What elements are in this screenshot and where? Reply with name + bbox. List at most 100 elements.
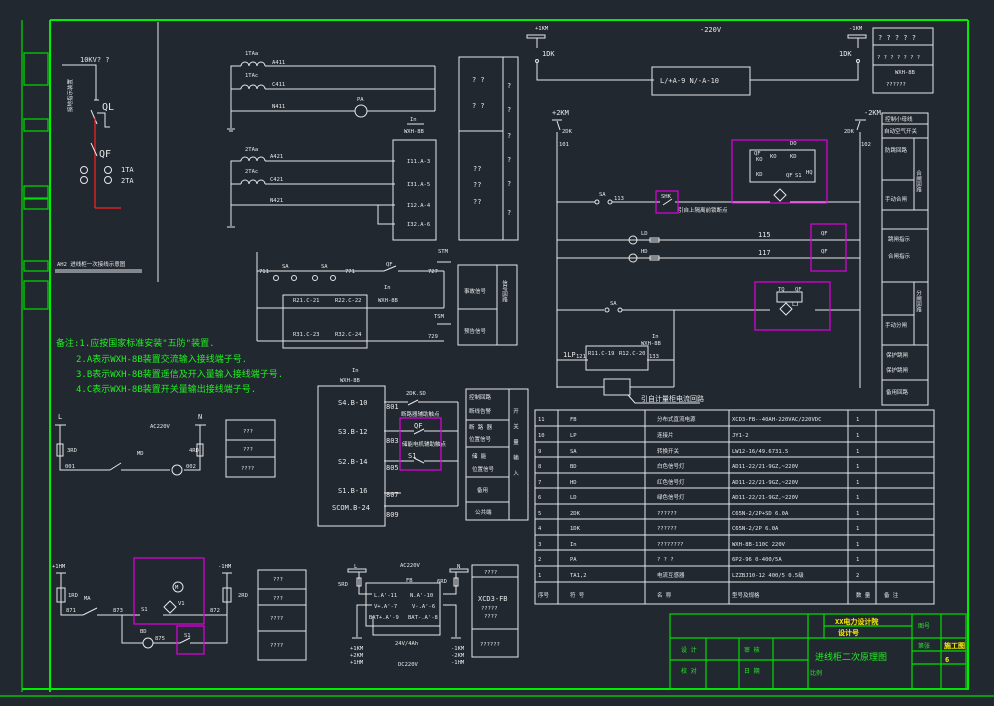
- drawing-label: -1HM: [218, 564, 232, 570]
- drawing-label: ???: [243, 429, 253, 435]
- drawing-label: 比例: [810, 669, 822, 677]
- drawing-label: -1KM: [849, 26, 863, 32]
- drawing-label: 117: [758, 249, 771, 257]
- drawing-label: 1LP: [563, 351, 576, 359]
- drawing-label: +1KM: [535, 26, 549, 32]
- drawing-label: S4.B-10: [338, 399, 368, 407]
- drawing-label: QF: [786, 173, 793, 179]
- table-cell: ????????: [657, 542, 684, 548]
- table-cell: 1: [856, 480, 859, 486]
- drawing-label: WXH-8B: [404, 129, 425, 135]
- drawing-label: 6RD: [437, 579, 447, 585]
- table-cell: ??????: [657, 511, 677, 517]
- drawing-label: 自动空气开关: [884, 127, 918, 135]
- drawing-label: 2TAc: [245, 169, 258, 175]
- table-cell: 4: [538, 526, 542, 532]
- drawing-label: 872: [210, 608, 220, 614]
- drawing-label: 手动合闸: [885, 195, 907, 203]
- drawing-label: 储能电机辅助触点: [402, 440, 447, 448]
- drawing-label: -1KM: [451, 646, 465, 652]
- drawing-label: 875: [155, 636, 165, 642]
- table-header: 型号及规格: [732, 591, 760, 599]
- drawing-label: S1: [184, 633, 191, 639]
- drawing-label: A421: [270, 154, 283, 160]
- drawing-label: SA: [610, 301, 617, 307]
- drawing-label: QF: [754, 151, 761, 157]
- table-cell: 转换开关: [657, 447, 680, 455]
- drawing-label: 事故信号: [464, 287, 487, 295]
- drawing-label: ??????: [886, 82, 906, 88]
- drawing-label: 审 核: [744, 646, 760, 654]
- drawing-label: TQ: [778, 287, 785, 293]
- drawing-label: 合闸指示: [888, 252, 911, 260]
- table-cell: TA1,2: [570, 573, 587, 579]
- drawing-label: 日 期: [744, 667, 760, 675]
- drawing-label: 133: [649, 354, 659, 360]
- drawing-label: +2KM: [350, 653, 364, 659]
- table-cell: ??????: [657, 526, 677, 532]
- drawing-label: ??: [473, 181, 481, 189]
- drawing-label: 控制回路: [469, 393, 492, 401]
- drawing-label: ?: [507, 132, 511, 140]
- drawing-label: KO: [770, 154, 777, 160]
- drawing-label: 001: [65, 464, 75, 470]
- drawing-label: 预告信号: [464, 327, 487, 335]
- table-cell: SA: [570, 449, 577, 455]
- dc-supply: +1KM 1DK -220V -1KM 1DK L/+A-9 N/-A-10: [526, 26, 867, 96]
- drawing-label: In: [652, 334, 659, 340]
- drawing-label: 保护跳闸: [886, 366, 908, 374]
- drawing-label: 分闸回路: [915, 289, 922, 314]
- drawing-label: ????: [484, 570, 497, 576]
- drawing-label: ?: [507, 209, 511, 217]
- table-cell: 1: [856, 526, 859, 532]
- drawing-label: +1HM: [350, 660, 364, 666]
- table-cell: LD: [570, 495, 577, 501]
- table-cell: 1: [856, 449, 859, 455]
- drawing-label: KD: [756, 172, 763, 178]
- table-cell: WXH-8B-110C 220V: [732, 542, 786, 548]
- table-cell: 10: [538, 433, 545, 439]
- drawing-label: 3.B表示WXH-8B装置遥信及开入量输入接线端子号.: [76, 368, 283, 380]
- drawing-label: 809: [386, 511, 399, 519]
- drawing-label: L: [354, 564, 358, 570]
- drawing-label: -2KM: [451, 653, 465, 659]
- drawing-label: SA: [321, 264, 328, 270]
- drawing-label: SHK: [661, 194, 672, 200]
- drawing-label: S1: [141, 607, 148, 613]
- drawing-label: 储 能: [472, 452, 487, 460]
- table-cell: XCD3-FB--40AH-220VAC/220VDC: [732, 417, 821, 423]
- drawing-label: BAT-.A'-8: [408, 615, 438, 621]
- table-cell: HD: [570, 480, 577, 486]
- table-cell: 1: [856, 495, 859, 501]
- drawing-label: BAT+.A'-9: [369, 615, 399, 621]
- earthing-label: 接地指示装置: [66, 78, 74, 112]
- table-cell: 1: [856, 464, 859, 470]
- drawing-label: 2DK.SD: [406, 391, 426, 397]
- drawing-label: 2DK: [844, 129, 855, 135]
- 1ta-label: 1TA: [121, 166, 134, 174]
- table-cell: AD11-22/21-9GZ,~220V: [732, 464, 799, 470]
- table-cell: 电流互感器: [657, 571, 685, 579]
- drawing-label: ??????: [480, 642, 500, 648]
- drawing-label: ? ? ? ? ? ? ?: [877, 55, 920, 61]
- drawing-label: N: [198, 413, 202, 421]
- terminal-box-label: L/+A-9 N/-A-10: [660, 77, 719, 85]
- drawing-label: 2DK: [562, 129, 573, 135]
- drawing-label: 引自计量柜电流回路: [641, 394, 704, 403]
- drawing-label: 801: [386, 403, 399, 411]
- drawing-label: FB: [406, 578, 413, 584]
- drawing-label: QF: [795, 287, 802, 293]
- drawing-label: R32.C-24: [335, 332, 362, 338]
- table-cell: 红色信号灯: [657, 478, 685, 486]
- drawing-label: 871: [66, 608, 76, 614]
- drawing-label: S1: [795, 173, 802, 179]
- drawing-label: 807: [386, 491, 399, 499]
- table-cell: C65N-2/2P+SD 6.0A: [732, 511, 789, 517]
- question-box-2: ? ? ? ? ? ? ? ? ? ? ? ? WXH-8B ??????: [872, 27, 934, 94]
- drawing-label: 控制小母线: [885, 115, 913, 123]
- drawing-label: WXH-8B: [641, 341, 662, 347]
- drawing-label: 1RD: [68, 593, 78, 599]
- voltage-220v-label: -220V: [700, 26, 722, 34]
- drawing-label: I11.A-3: [407, 159, 430, 165]
